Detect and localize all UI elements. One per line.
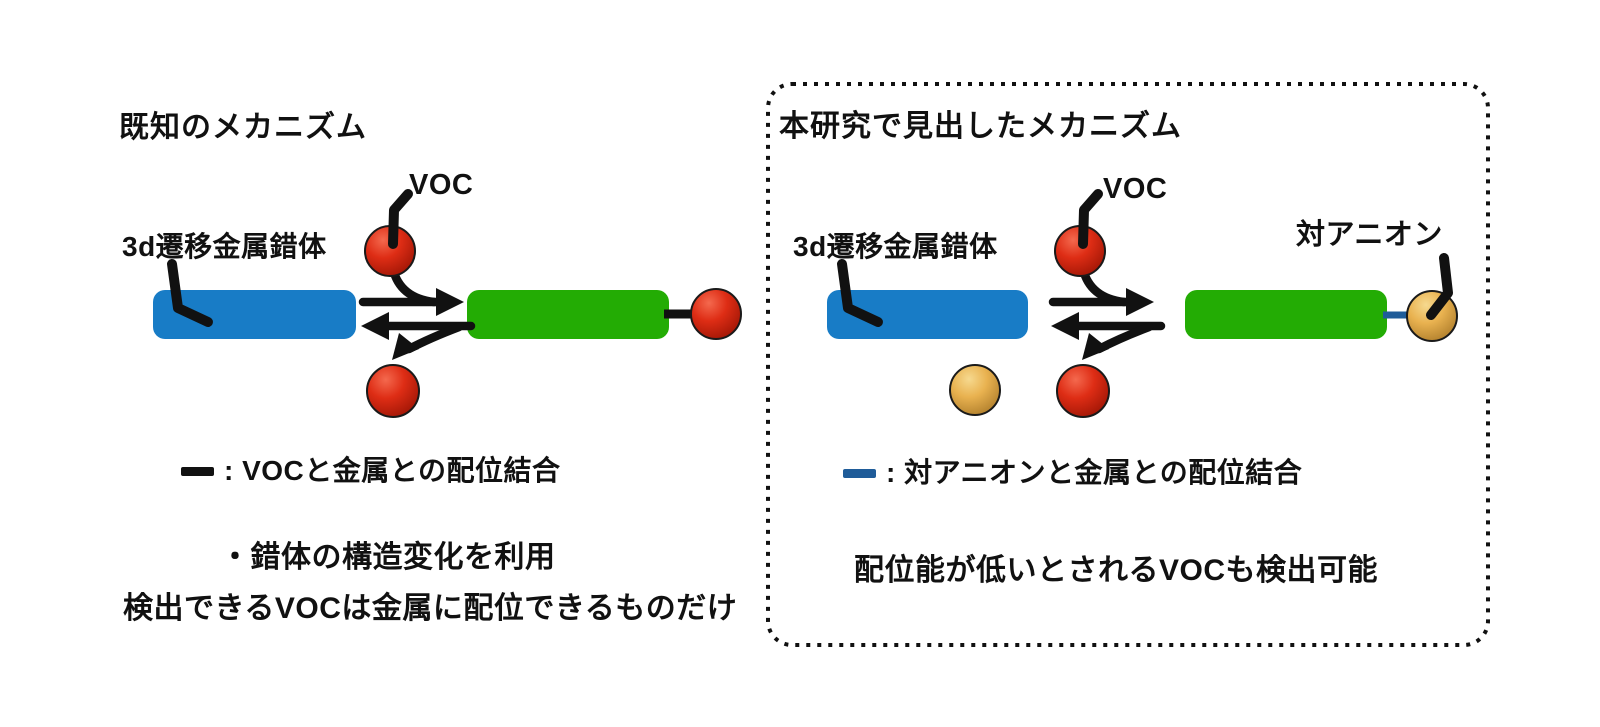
forward-arrow-head (436, 288, 464, 316)
blue-bond-dash-icon (843, 468, 876, 478)
voc-out-arrow-head (1082, 333, 1109, 360)
voc-out-curve (404, 322, 464, 354)
left-panel-title: 既知のメカニズム (119, 111, 367, 144)
left-voc-label: VOC (409, 169, 474, 201)
left-legend-text: : VOCと金属との配位結合 (224, 455, 561, 486)
reverse-arrow-head (361, 312, 389, 340)
right-complex-green-bar (1185, 290, 1387, 339)
right-equilibrium-arrows (1048, 264, 1166, 360)
left-complex-leader-line (167, 259, 213, 327)
reverse-arrow-head (1051, 312, 1079, 340)
forward-arrow-head (1126, 288, 1154, 316)
right-complex-leader-line (837, 259, 883, 327)
left-complex-label: 3d遷移金属錯体 (122, 231, 327, 262)
left-note-line2: 検出できるVOCは金属に配位できるものだけ (123, 592, 738, 625)
left-legend: : VOCと金属との配位結合 (181, 455, 561, 487)
left-voc-leader-line (388, 189, 413, 249)
right-voc-label: VOC (1103, 173, 1168, 205)
right-anion-sphere-released (949, 364, 1001, 416)
right-anion-leader-line (1426, 253, 1453, 320)
left-complex-blue-bar (153, 290, 356, 339)
right-voc-sphere-released (1056, 364, 1110, 418)
left-complex-green-bar (467, 290, 669, 339)
voc-out-curve (1094, 322, 1154, 354)
right-complex-label: 3d遷移金属錯体 (793, 231, 998, 262)
left-voc-sphere-released (366, 364, 420, 418)
new-mechanism-dotted-frame (766, 82, 1490, 647)
left-voc-sphere-bound (690, 288, 742, 340)
left-equilibrium-arrows (358, 264, 476, 360)
right-legend: : 対アニオンと金属との配位結合 (843, 457, 1302, 489)
voc-out-arrow-head (392, 333, 419, 360)
black-bond-dash-icon (181, 466, 214, 476)
right-counter-anion-label: 対アニオン (1296, 219, 1443, 251)
right-voc-leader-line (1078, 189, 1103, 249)
right-note-line1: 配位能が低いとされるVOCも検出可能 (854, 554, 1379, 587)
right-legend-text: : 対アニオンと金属との配位結合 (886, 457, 1303, 488)
right-panel-title: 本研究で見出したメカニズム (779, 110, 1182, 143)
left-note-line1: ・錯体の構造変化を利用 (220, 541, 556, 574)
